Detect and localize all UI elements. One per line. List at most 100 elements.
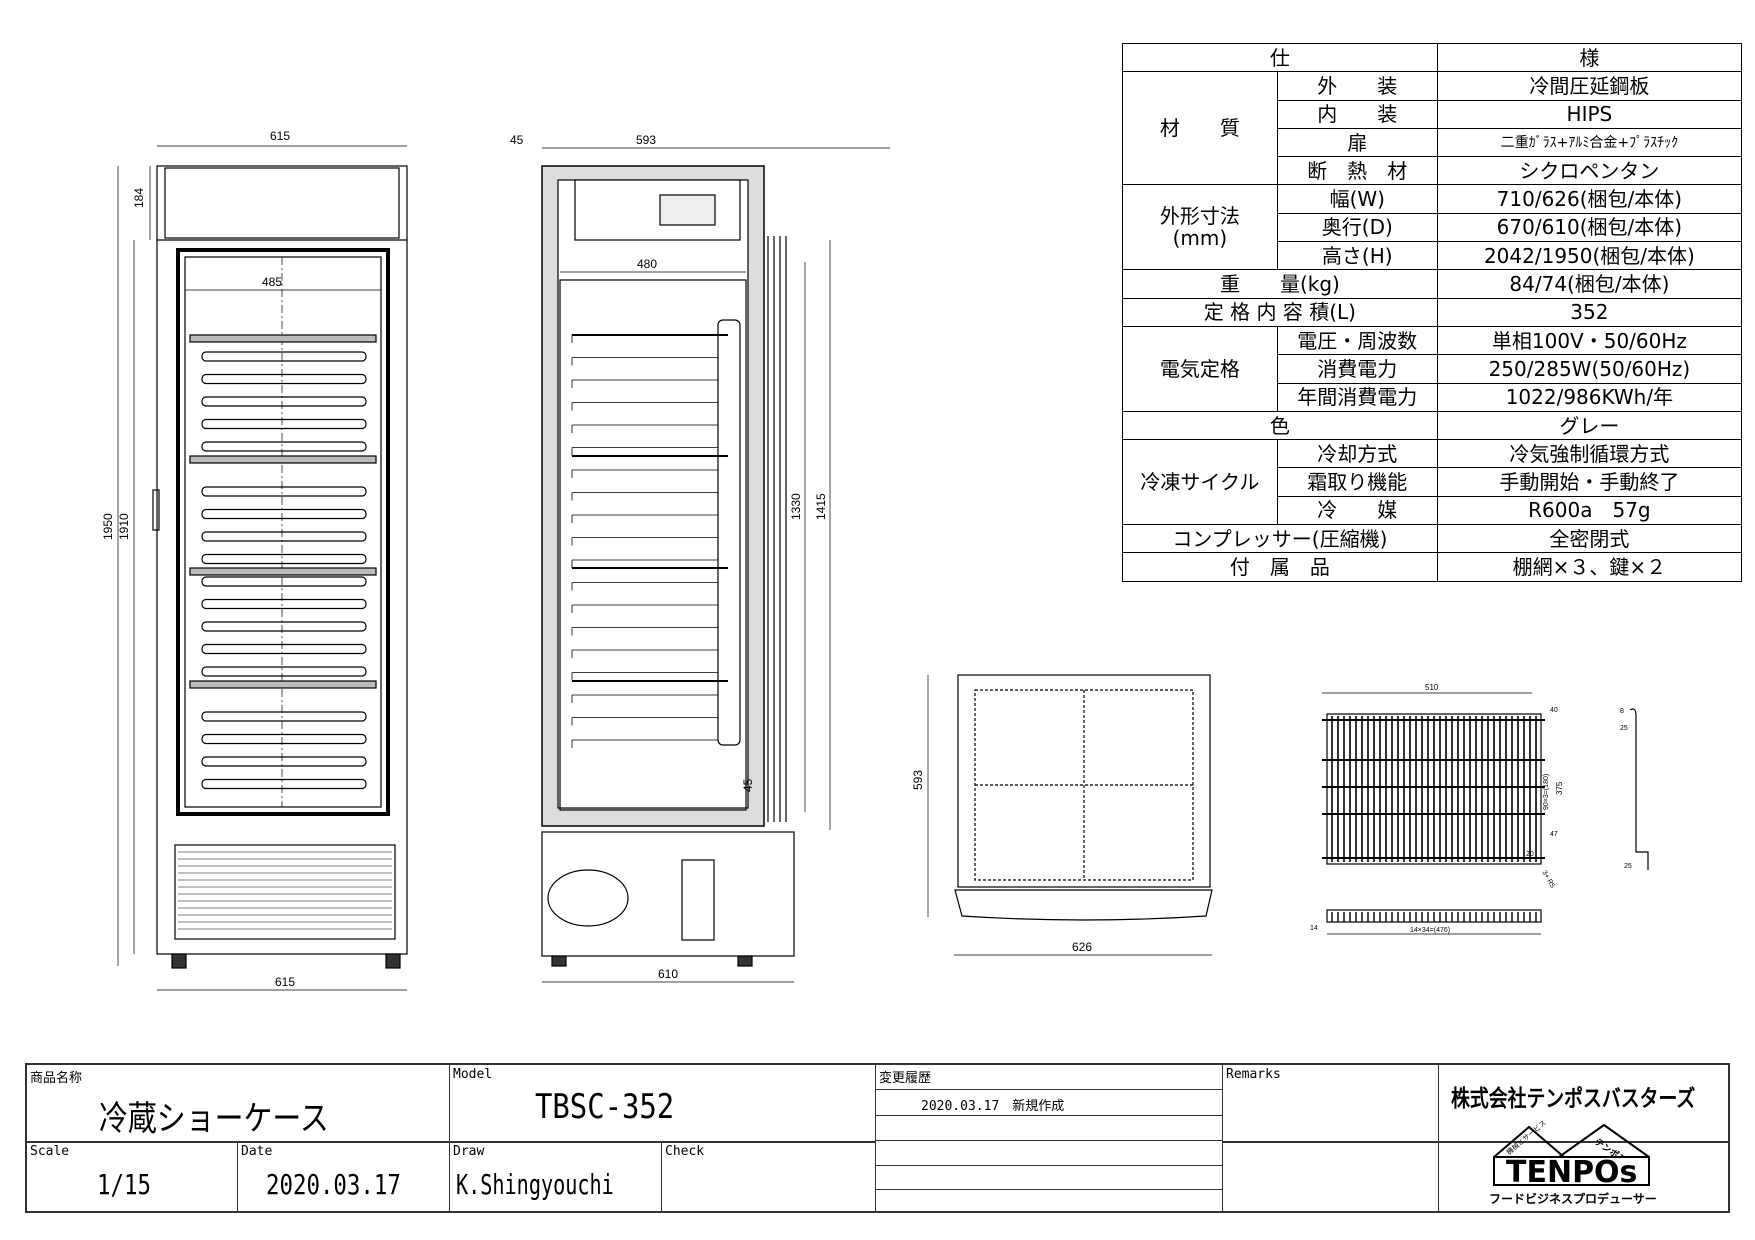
spec-header-row: 仕 様 bbox=[1122, 42, 1743, 73]
spec-item: 重 量(kg) bbox=[1122, 269, 1438, 299]
spec-item: 外 装 bbox=[1276, 71, 1438, 101]
dim-hook-top: 8 bbox=[1620, 708, 1624, 715]
shelf-grid-outline bbox=[1326, 713, 1542, 865]
plan-outline bbox=[957, 674, 1211, 888]
dim-shelf-edge2: 47 bbox=[1550, 831, 1558, 838]
spec-value: HIPS bbox=[1436, 99, 1743, 129]
spec-item: コンプレッサー(圧縮機) bbox=[1122, 524, 1438, 554]
dim-shelf-pitch: 90×3=(180) bbox=[1543, 774, 1550, 810]
dim-hook-mid: 25 bbox=[1620, 725, 1628, 732]
spec-value: シクロペンタン bbox=[1436, 156, 1743, 186]
side-shelf-rails bbox=[571, 334, 728, 748]
history-label: 変更履歴 bbox=[879, 1071, 932, 1086]
spec-item: 付 属 品 bbox=[1122, 552, 1438, 582]
front-view: 615 615 485 1950 1910 184 bbox=[101, 129, 408, 991]
spec-group-material: 材 質 bbox=[1122, 71, 1278, 186]
front-louver-panel bbox=[174, 844, 396, 940]
front-slat bbox=[201, 531, 367, 542]
side-rail bbox=[571, 649, 718, 658]
dim-hook-bottom: 25 bbox=[1624, 863, 1632, 870]
front-header-panel bbox=[164, 167, 400, 239]
front-slat bbox=[201, 396, 367, 407]
dim-side-inner-height: 1330 bbox=[789, 493, 803, 520]
dim-plan-width: 626 bbox=[1072, 940, 1092, 954]
front-slat bbox=[201, 576, 367, 587]
dim-front-height-total: 1950 bbox=[101, 513, 115, 540]
spec-item: 扉 bbox=[1276, 127, 1438, 158]
front-foot-left bbox=[171, 953, 187, 969]
spec-item: 冷 媒 bbox=[1276, 495, 1438, 526]
dim-shelf-corner: 3+ R5 bbox=[1540, 870, 1556, 890]
side-view: 593 45 480 1330 1415 45 610 bbox=[510, 133, 890, 983]
title-block: 商品名称 冷蔵ショーケース Model TBSC-352 変更履歴 2020.0… bbox=[25, 1063, 1730, 1213]
spec-value: 冷間圧延鋼板 bbox=[1436, 71, 1743, 101]
dim-shelf-edge1: 40 bbox=[1550, 707, 1558, 714]
logo-tagline: フードビジネスプロデューサー bbox=[1489, 1192, 1657, 1206]
tenpos-logo: 機械とサービス テンポス TENPOs bbox=[1493, 1118, 1650, 1187]
dim-front-width-top: 615 bbox=[270, 129, 290, 143]
front-slat bbox=[201, 418, 367, 430]
side-rail bbox=[571, 447, 718, 456]
dim-side-inner-depth: 480 bbox=[637, 257, 657, 271]
scale-cell: Scale 1/15 bbox=[27, 1142, 238, 1211]
product-name: 冷蔵ショーケース bbox=[99, 1099, 329, 1139]
check-cell: Check bbox=[662, 1142, 876, 1211]
dim-side-depth-bottom: 610 bbox=[658, 967, 678, 981]
front-cabinet-outline bbox=[156, 165, 408, 955]
front-louver-lines bbox=[178, 851, 392, 930]
compressor-compartment bbox=[541, 831, 795, 957]
side-rail bbox=[571, 402, 718, 411]
spec-item: 高さ(H) bbox=[1276, 241, 1438, 271]
condenser bbox=[681, 859, 715, 941]
side-rail bbox=[571, 379, 718, 388]
dim-side-offset: 45 bbox=[510, 133, 524, 147]
check-label: Check bbox=[665, 1144, 705, 1159]
side-rail bbox=[571, 739, 718, 748]
front-foot-right bbox=[385, 953, 401, 969]
spec-value: R600a 57g bbox=[1436, 495, 1743, 526]
draw-cell: Draw K.Shingyouchi bbox=[450, 1142, 662, 1211]
spec-item: 冷却方式 bbox=[1276, 439, 1438, 469]
spec-group-dims: 外形寸法(mm) bbox=[1122, 184, 1278, 271]
front-slat bbox=[201, 486, 367, 497]
side-door bbox=[767, 236, 787, 822]
spec-group-dims-unit: (mm) bbox=[1172, 226, 1228, 251]
spec-item: 色 bbox=[1122, 410, 1438, 441]
spec-group-electric: 電気定格 bbox=[1122, 325, 1278, 412]
spec-value: 352 bbox=[1436, 297, 1743, 327]
dim-front-header-height: 184 bbox=[132, 188, 146, 208]
date-cell: Date 2020.03.17 bbox=[238, 1142, 450, 1211]
date-label: Date bbox=[241, 1144, 273, 1159]
front-slat bbox=[201, 643, 367, 655]
spec-value: 全密閉式 bbox=[1436, 524, 1743, 554]
spec-item: 幅(W) bbox=[1276, 184, 1438, 214]
spec-value: 710/626(梱包/本体) bbox=[1436, 184, 1743, 214]
model-label: Model bbox=[453, 1067, 493, 1082]
front-slat bbox=[201, 373, 367, 385]
front-glass-door bbox=[176, 248, 390, 816]
side-rail bbox=[571, 424, 718, 433]
dim-shelf-wire-start: 14 bbox=[1310, 925, 1318, 932]
dim-shelf-wire-pitch: 14×34=(476) bbox=[1410, 927, 1450, 934]
side-rail bbox=[571, 582, 718, 591]
side-rail bbox=[571, 694, 718, 703]
front-shelf bbox=[189, 455, 377, 464]
date-value: 2020.03.17 bbox=[266, 1168, 401, 1201]
scale-value: 1/15 bbox=[97, 1168, 151, 1201]
side-rail bbox=[571, 537, 718, 546]
spec-value: 1022/986KWh/年 bbox=[1436, 382, 1743, 412]
front-slat bbox=[201, 553, 367, 565]
front-shelf bbox=[189, 334, 377, 343]
spec-header-right: 様 bbox=[1436, 42, 1743, 73]
spec-value: 2042/1950(梱包/本体) bbox=[1436, 241, 1743, 271]
model-cell: Model TBSC-352 bbox=[450, 1065, 876, 1141]
dim-front-width-bottom: 615 bbox=[275, 975, 295, 989]
shelf-profile-wires bbox=[1331, 912, 1537, 922]
side-rail bbox=[571, 672, 718, 681]
spec-item: 内 装 bbox=[1276, 99, 1438, 129]
product-name-cell: 商品名称 冷蔵ショーケース bbox=[27, 1065, 450, 1141]
spec-value: 単相100V・50/60Hz bbox=[1436, 325, 1743, 356]
dim-front-height-body: 1910 bbox=[117, 513, 131, 540]
front-slat bbox=[201, 598, 367, 610]
